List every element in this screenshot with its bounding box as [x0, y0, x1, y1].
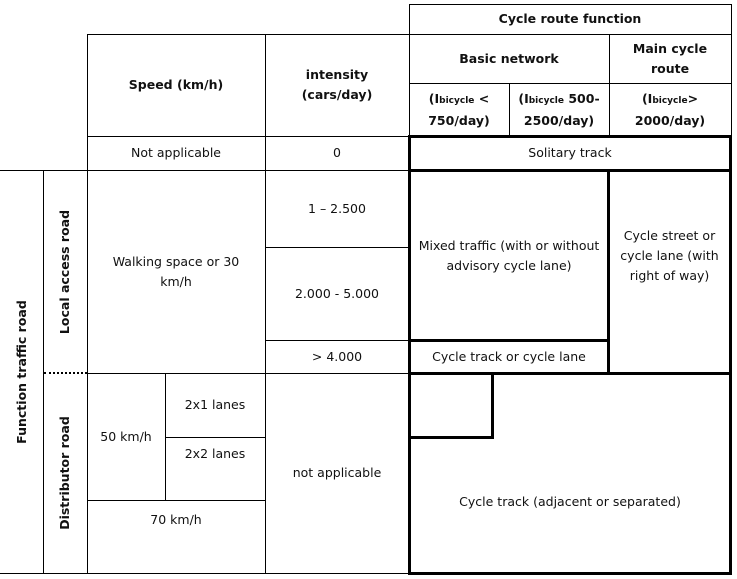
label: < 750/day)	[428, 90, 490, 128]
not-applicable: not applicable	[292, 465, 382, 480]
solitary-track: Solitary track	[528, 145, 612, 160]
label: Function traffic road	[13, 299, 29, 444]
speed-70: 70 km/h	[150, 512, 202, 527]
bicycle-intensity-high: (Ibicycle> 2000/day)	[609, 83, 731, 136]
intensity-header: intensity (cars/day)	[301, 67, 373, 102]
zero-intensity: 0	[333, 145, 341, 160]
lanes-2x1: 2x1 lanes	[184, 397, 246, 412]
label: > 2000/day)	[634, 90, 706, 128]
function-traffic-road-label: Function traffic road	[0, 170, 43, 573]
cycle-track-adjacent: Cycle track (adjacent or separated)	[459, 494, 681, 509]
speed-header: Speed (km/h)	[128, 77, 224, 92]
subscript: bicycle	[528, 95, 564, 106]
cycle-track-or-lane: Cycle track or cycle lane	[432, 349, 586, 364]
intensity-3: > 4.000	[311, 348, 363, 364]
main-cycle-route-header: Main cycle route	[632, 40, 708, 76]
basic-network-header: Basic network	[459, 50, 559, 66]
bicycle-intensity-low: (Ibicycle < 750/day)	[409, 83, 509, 136]
label: 500-2500/day)	[523, 90, 600, 128]
walking-space: Walking space or 30 km/h	[112, 253, 240, 289]
subscript: bicycle	[439, 95, 475, 106]
intensity-1: 1 – 2.500	[308, 200, 366, 216]
label: (I	[641, 90, 653, 106]
distributor-road-label: Distributor road	[43, 373, 87, 573]
label: (I	[428, 90, 440, 106]
mixed-traffic: Mixed traffic (with or without advisory …	[418, 237, 600, 273]
not-applicable-speed: Not applicable	[131, 145, 221, 160]
intensity-2: 2.000 - 5.000	[294, 285, 380, 301]
bicycle-intensity-mid: (Ibicycle 500-2500/day)	[509, 83, 609, 136]
cycle-route-function-header: Cycle route function	[498, 11, 642, 26]
lanes-2x2: 2x2 lanes	[184, 446, 246, 461]
label: (I	[518, 90, 529, 106]
subscript: bicycle	[652, 95, 688, 106]
cycle-street: Cycle street or cycle lane (with right o…	[620, 227, 719, 283]
local-access-road-label: Local access road	[43, 170, 87, 373]
speed-50: 50 km/h	[100, 428, 152, 444]
label: Local access road	[57, 209, 73, 334]
label: Distributor road	[57, 416, 72, 530]
